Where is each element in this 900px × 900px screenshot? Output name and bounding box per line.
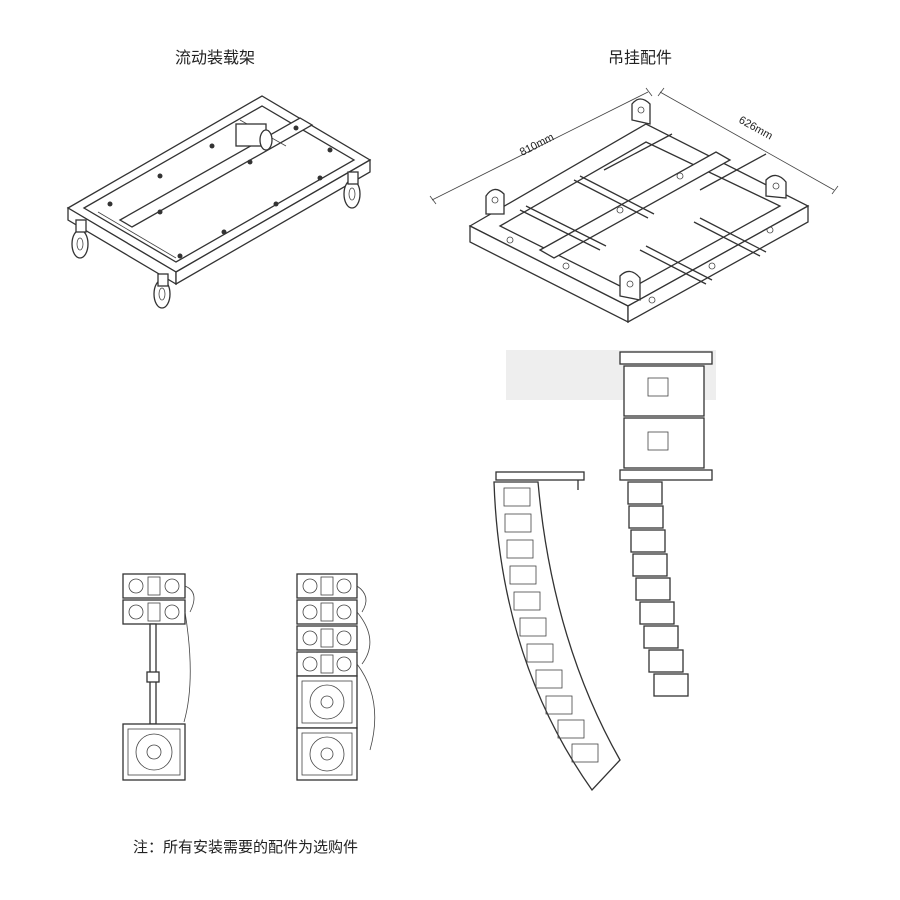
cart-wheels xyxy=(71,129,361,309)
dimension-length: 810mm xyxy=(518,131,556,158)
transport-cart-drawing xyxy=(66,95,372,309)
curved-array-cabinets xyxy=(503,487,599,763)
rigging-frame-drawing: 810mm 626mm xyxy=(429,87,839,324)
ground-stack xyxy=(296,573,376,781)
pole-mount-stack xyxy=(122,573,195,781)
curved-array xyxy=(493,471,621,792)
lifting-lugs xyxy=(485,98,787,301)
title-transport-cart: 流动装载架 xyxy=(175,48,256,67)
title-rigging-accessories: 吊挂配件 xyxy=(608,48,673,67)
frame-bolts xyxy=(107,125,333,259)
cross-tubes xyxy=(519,133,767,285)
straight-array-cabinets xyxy=(627,481,689,697)
footnote: 注：所有安装需要的配件为选购件 xyxy=(133,838,359,856)
flown-sub-array xyxy=(506,350,716,697)
